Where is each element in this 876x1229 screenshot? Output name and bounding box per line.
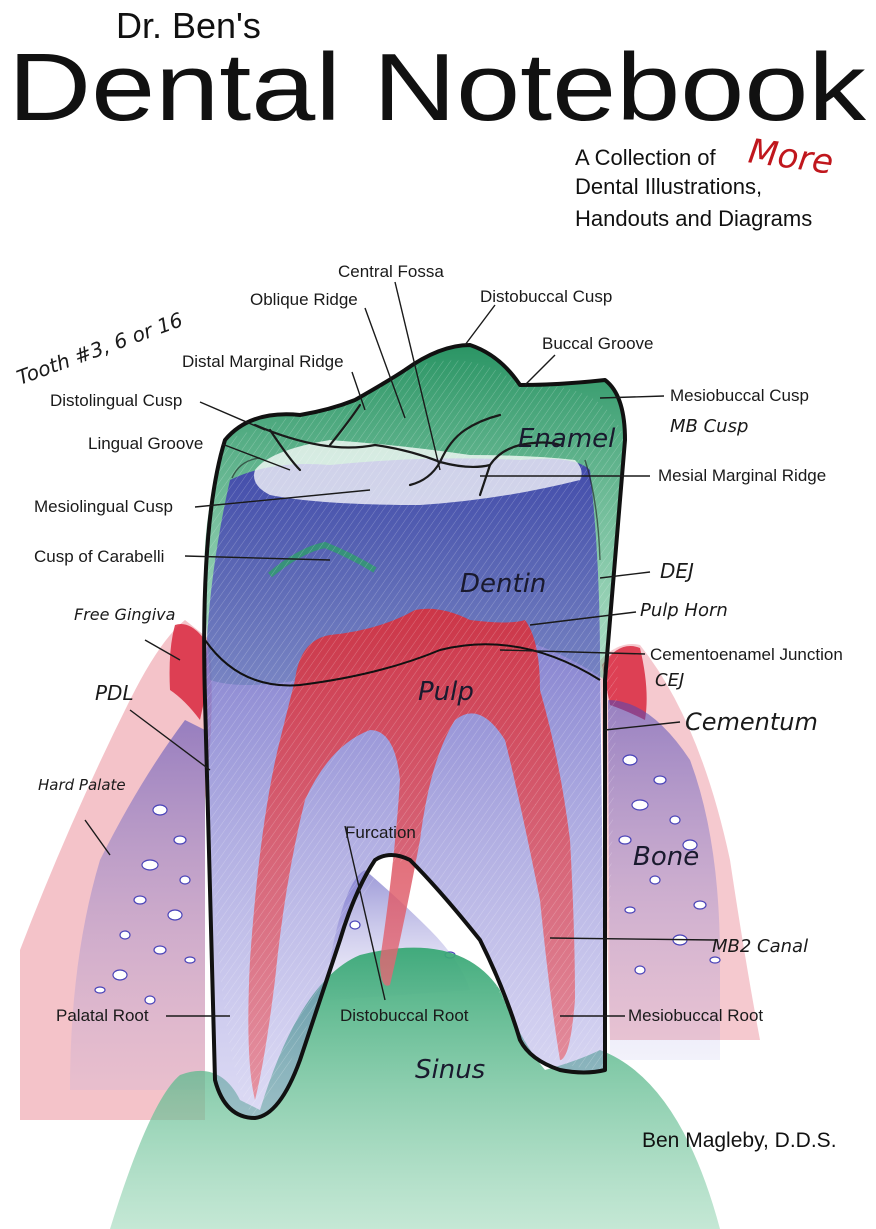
label-dej: DEJ	[660, 559, 694, 583]
subtitle-top: Dr. Ben's	[116, 5, 261, 46]
label-cusp-of-carabelli: Cusp of Carabelli	[34, 547, 164, 566]
label-distolingual-cusp: Distolingual Cusp	[50, 391, 182, 410]
label-dentin: Dentin	[460, 569, 546, 599]
sinus	[110, 947, 720, 1229]
label-mesial-marginal-ridge: Mesial Marginal Ridge	[658, 466, 826, 485]
label-cej: CEJ	[655, 670, 684, 691]
label-hard-palate: Hard Palate	[38, 776, 126, 794]
tagline-line3: Handouts and Diagrams	[575, 206, 812, 231]
label-furcation: Furcation	[345, 823, 416, 842]
label-enamel: Enamel	[518, 424, 616, 454]
left-gingiva-edge	[169, 624, 207, 720]
leader-lines	[84, 281, 716, 1017]
label-distobuccal-cusp: Distobuccal Cusp	[480, 287, 612, 306]
label-buccal-groove: Buccal Groove	[542, 334, 654, 353]
label-mb2-canal: MB2 Canal	[712, 936, 808, 957]
dej-line	[231, 457, 601, 561]
label-mesiolingual-cusp: Mesiolingual Cusp	[34, 497, 173, 516]
label-mb-cusp: MB Cusp	[670, 416, 748, 437]
label-central-fossa: Central Fossa	[338, 262, 444, 281]
tooth-texture	[204, 360, 625, 1118]
occlusal-fissures	[253, 403, 562, 497]
tagline-line1: A Collection of	[575, 145, 717, 170]
label-lingual-groove: Lingual Groove	[88, 434, 203, 453]
label-pulp: Pulp	[418, 677, 474, 707]
label-bone: Bone	[633, 842, 699, 872]
label-mesiobuccal-cusp: Mesiobuccal Cusp	[670, 386, 809, 405]
label-palatal-root: Palatal Root	[56, 1006, 149, 1025]
label-pdl: PDL	[95, 681, 134, 705]
label-sinus: Sinus	[415, 1055, 485, 1085]
bone-trabeculae	[94, 754, 721, 1005]
label-pulp-horn: Pulp Horn	[640, 600, 728, 621]
left-bone	[70, 720, 205, 1090]
label-oblique-ridge: Oblique Ridge	[250, 290, 358, 309]
label-distal-marginal-ridge: Distal Marginal Ridge	[182, 352, 344, 371]
tooth-number-note: Tooth #3, 6 or 16	[14, 307, 186, 389]
label-mesiobuccal-root: Mesiobuccal Root	[628, 1006, 763, 1025]
tooth-outline	[202, 343, 627, 1120]
label-cementum: Cementum	[685, 708, 818, 736]
tagline-line2: Dental Illustrations,	[575, 174, 762, 199]
label-free-gingiva: Free Gingiva	[74, 605, 175, 624]
page-title: Dental Notebook	[8, 34, 867, 141]
cej-line	[204, 639, 601, 687]
label-cementoenamel-junction: Cementoenamel Junction	[650, 645, 843, 664]
label-distobuccal-root: Distobuccal Root	[340, 1006, 469, 1025]
author-name: Ben Magleby, D.D.S.	[642, 1129, 837, 1152]
